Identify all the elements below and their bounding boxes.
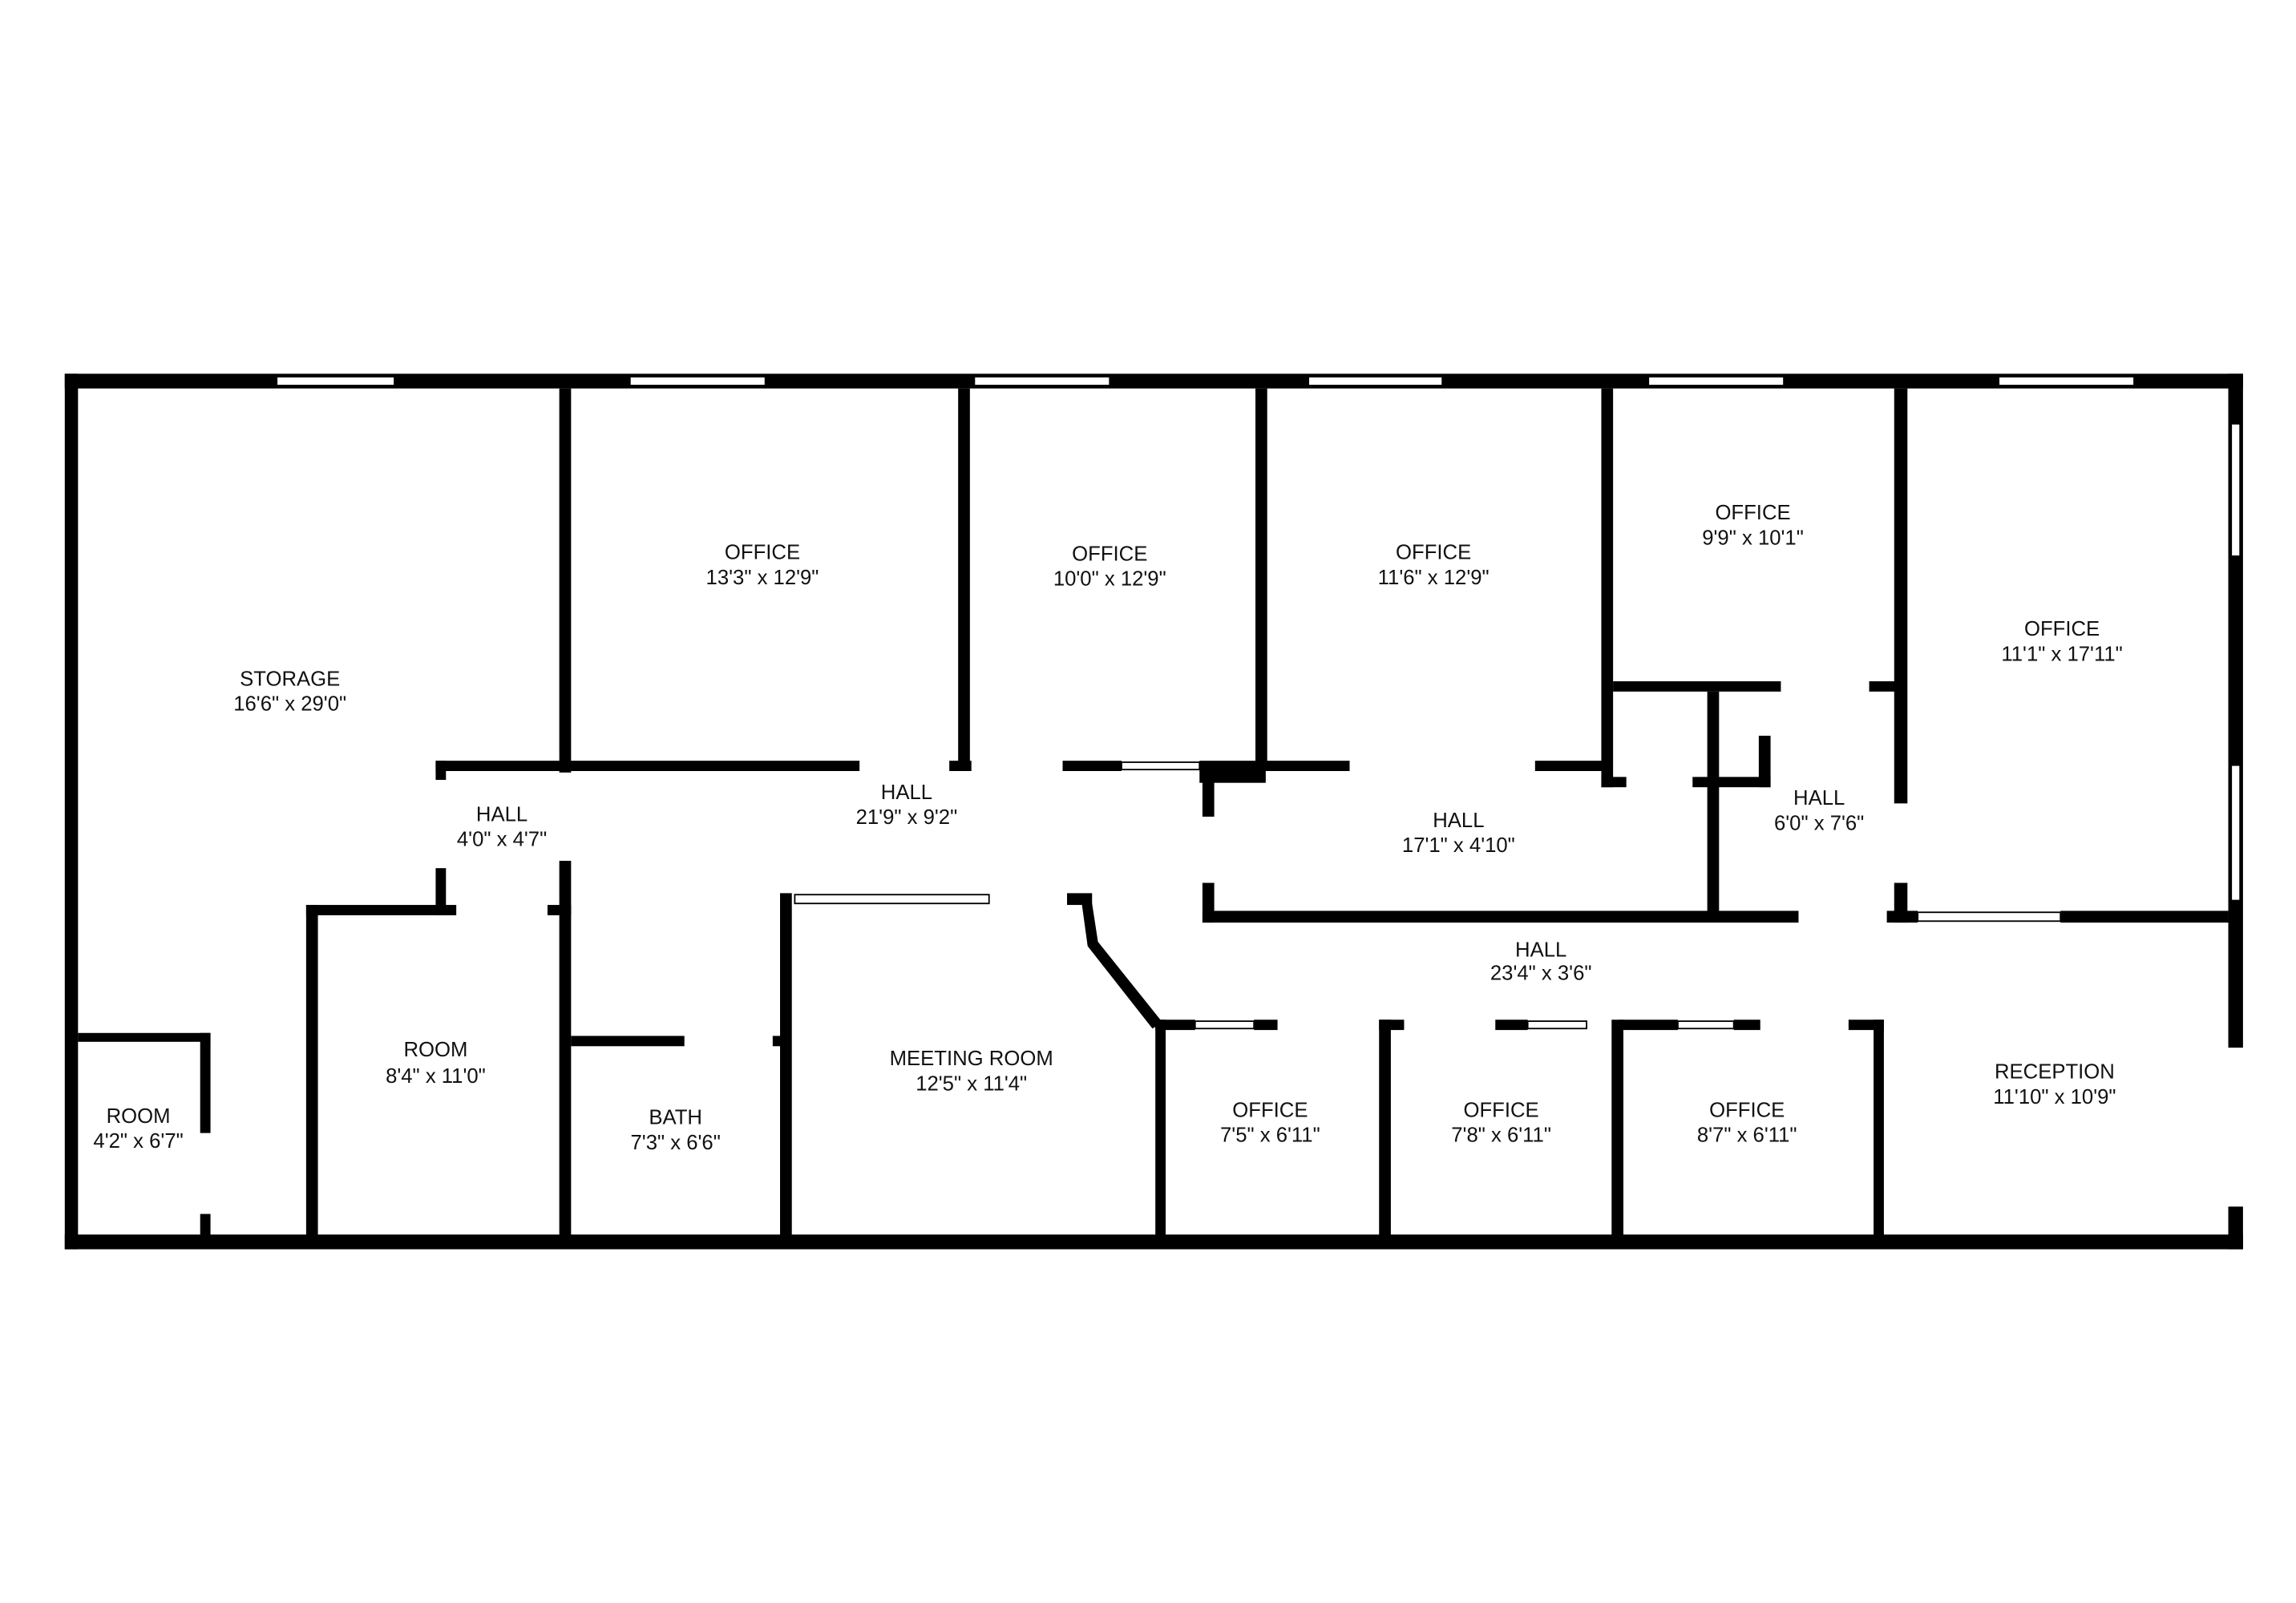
room-size: 10'0" x 12'9" [1053,568,1166,591]
room-size: 11'6" x 12'9" [1378,567,1490,589]
room-size: 4'2" x 6'7" [93,1130,183,1153]
room-name: OFFICE [1396,542,1471,564]
room-name: RECEPTION [1995,1061,2115,1084]
room-name: STORAGE [240,668,340,691]
room-name: ROOM [107,1105,171,1128]
room-size: 11'10" x 10'9" [1993,1086,2116,1108]
room-name: OFFICE [1232,1099,1308,1121]
room-name: OFFICE [725,542,800,564]
room-name: HALL [1515,939,1566,961]
room-name: ROOM [403,1039,467,1061]
room-size: 9'9" x 10'1" [1702,527,1804,549]
room-size: 23'4" x 3'6" [1490,963,1592,985]
room-name: OFFICE [1464,1099,1539,1121]
room-size: 7'8" x 6'11" [1451,1125,1551,1147]
room-size: 7'5" x 6'11" [1220,1125,1320,1147]
room-labels: STORAGE 16'6" x 29'0" OFFICE 13'3" x 12'… [93,502,2122,1154]
room-size: 13'3" x 12'9" [706,567,819,589]
room-size: 21'9" x 9'2" [856,806,958,829]
room-size: 12'5" x 11'4" [916,1072,1027,1095]
room-size: 7'3" x 6'6" [631,1132,721,1154]
room-name: OFFICE [1709,1099,1785,1121]
room-name: OFFICE [1072,543,1147,565]
windows [276,376,2241,1030]
room-name: MEETING ROOM [890,1048,1053,1070]
room-name: HALL [881,781,932,804]
room-size: 17'1" x 4'10" [1402,834,1515,857]
walls [64,373,2243,1250]
room-name: HALL [1433,810,1484,832]
room-name: HALL [476,803,528,826]
room-name: OFFICE [1715,502,1790,524]
room-name: BATH [649,1107,702,1129]
room-name: HALL [1793,787,1845,810]
room-name: OFFICE [2024,618,2100,640]
room-size: 16'6" x 29'0" [233,693,346,716]
room-size: 4'0" x 4'7" [457,829,547,851]
room-size: 8'7" x 6'11" [1697,1125,1797,1147]
room-size: 6'0" x 7'6" [1774,812,1864,834]
room-size: 11'1" x 17'11" [2001,643,2122,665]
room-size: 8'4" x 11'0" [386,1065,486,1088]
